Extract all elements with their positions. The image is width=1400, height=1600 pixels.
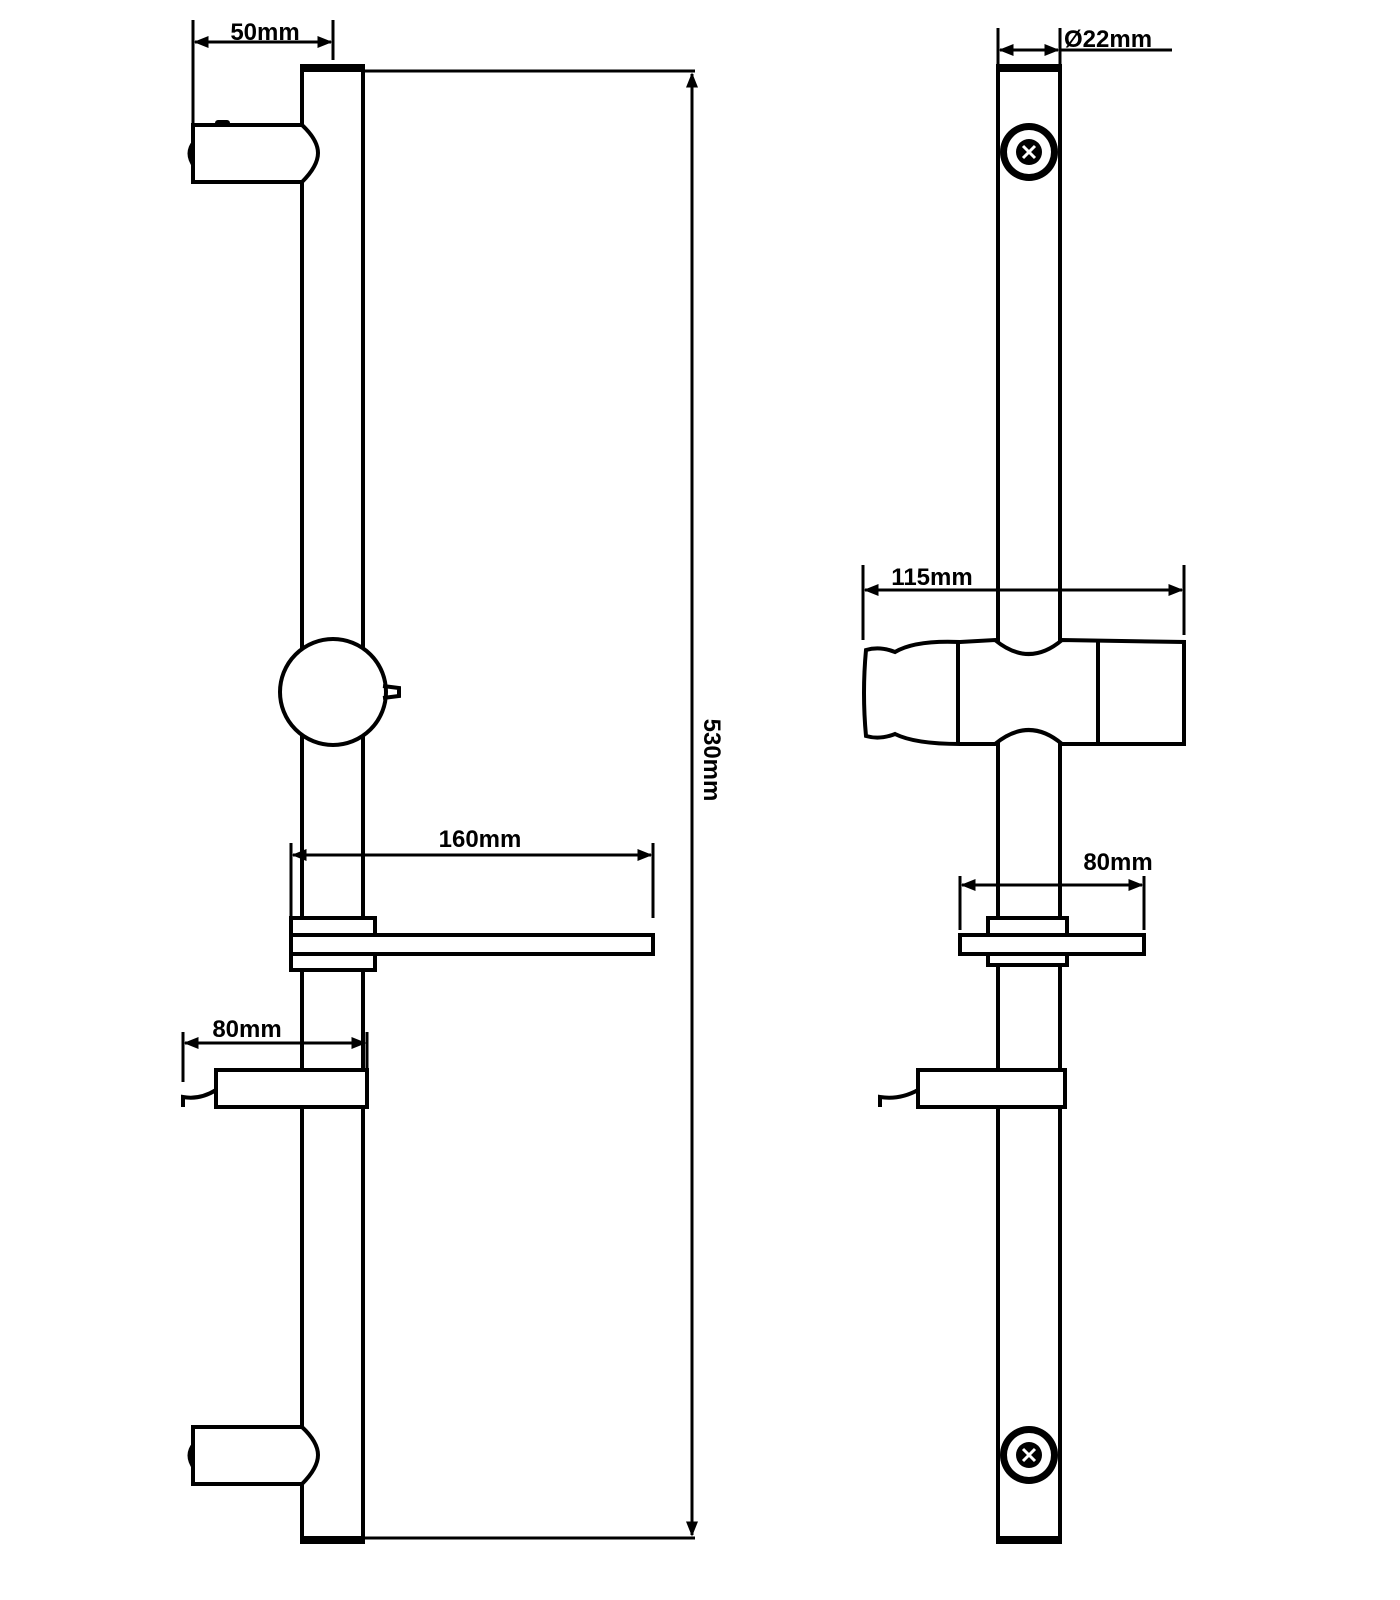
rail: [300, 66, 365, 1542]
dimension-50mm: 50mm: [191, 19, 335, 125]
dimension-label: 115mm: [891, 564, 972, 591]
side-view: Ø22mm 115mm 80mm: [861, 26, 1186, 1544]
rail-top-cap: [300, 64, 365, 72]
slider-knob: [278, 637, 401, 747]
dimension-label: 50mm: [230, 19, 299, 46]
front-view: 50mm 530mm 160mm 80mm: [181, 19, 725, 1544]
dimension-22mm: Ø22mm: [996, 26, 1172, 66]
dimension-label: Ø22mm: [1064, 26, 1152, 53]
top-screw-icon: [1000, 123, 1058, 181]
dimension-label: 530mm: [698, 719, 725, 802]
dimension-label: 160mm: [439, 826, 522, 853]
dimension-80mm-front: 80mm: [181, 1016, 369, 1082]
soap-dish: [958, 916, 1146, 967]
dimension-label: 80mm: [1083, 849, 1152, 876]
hook-holder: [181, 1068, 369, 1109]
soap-dish: [289, 916, 655, 972]
hook-holder: [878, 1068, 1067, 1109]
rail-bottom-cap: [300, 1536, 365, 1544]
bottom-wall-bracket: [187, 1425, 321, 1486]
dimension-530mm: 530mm: [363, 69, 725, 1540]
dimension-160mm: 160mm: [289, 826, 655, 918]
top-wall-bracket: [187, 120, 321, 184]
bottom-screw-icon: [1000, 1426, 1058, 1484]
slider: [862, 637, 1186, 746]
dimension-80mm-side: 80mm: [958, 849, 1153, 930]
dimension-115mm: 115mm: [861, 564, 1186, 640]
rail: [996, 66, 1062, 1542]
rail-top-cap: [996, 64, 1062, 72]
rail-bottom-cap: [996, 1536, 1062, 1544]
dimension-label: 80mm: [212, 1016, 281, 1043]
